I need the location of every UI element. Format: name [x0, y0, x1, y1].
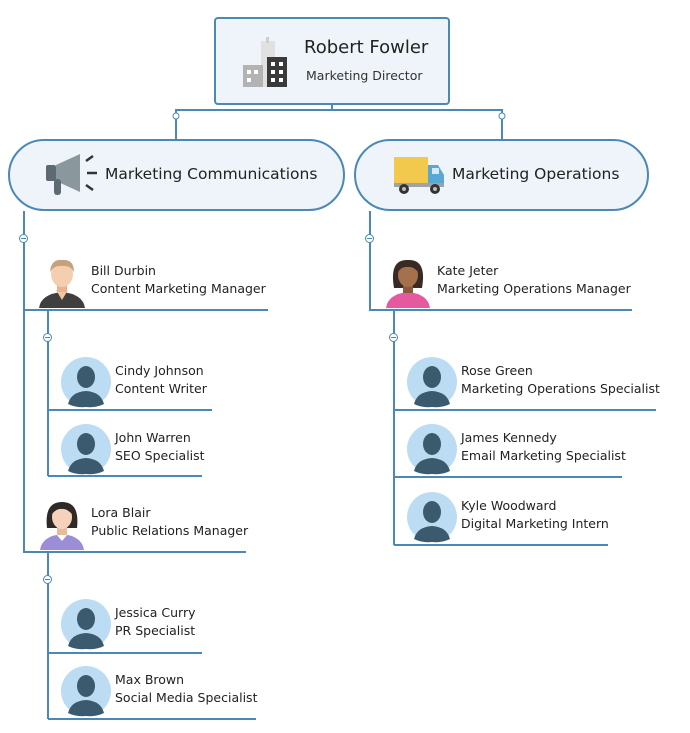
default-avatar-icon: [407, 492, 457, 543]
megaphone-icon: [46, 154, 97, 195]
person-name: Bill Durbin: [91, 263, 156, 278]
person-name: Rose Green: [461, 363, 533, 378]
person-name: Cindy Johnson: [115, 363, 204, 378]
person-name: Jessica Curry: [115, 605, 196, 620]
person-node-bill-durbin[interactable]: Bill Durbin Content Marketing Manager: [37, 254, 297, 314]
person-name: Lora Blair: [91, 505, 151, 520]
root-node[interactable]: Robert Fowler Marketing Director: [214, 17, 450, 105]
person-title: SEO Specialist: [115, 448, 205, 463]
person-name: Kyle Woodward: [461, 498, 557, 513]
default-avatar-icon: [61, 357, 111, 408]
collapse-toggle-lora-blair[interactable]: [43, 575, 52, 584]
default-avatar-icon: [61, 599, 111, 650]
person-title: PR Specialist: [115, 623, 196, 638]
person-title: Social Media Specialist: [115, 690, 258, 705]
person-name: James Kennedy: [461, 430, 557, 445]
person-node-cindy-johnson[interactable]: Cindy Johnson Content Writer: [61, 354, 321, 414]
person-node-john-warren[interactable]: John Warren SEO Specialist: [61, 421, 321, 481]
person-node-james-kennedy[interactable]: James Kennedy Email Marketing Specialist: [407, 421, 667, 481]
collapse-toggle-marketing-operations[interactable]: [365, 234, 374, 243]
dept-marketing-communications[interactable]: Marketing Communications: [8, 139, 345, 211]
person-node-jessica-curry[interactable]: Jessica Curry PR Specialist: [61, 596, 321, 656]
person-name: Max Brown: [115, 672, 185, 687]
male-avatar-icon: [39, 259, 85, 308]
person-title: Public Relations Manager: [91, 523, 249, 538]
delivery-truck-icon: [394, 157, 444, 194]
person-name: John Warren: [115, 430, 191, 445]
person-node-kate-jeter[interactable]: Kate Jeter Marketing Operations Manager: [383, 254, 643, 314]
default-avatar-icon: [407, 424, 457, 475]
dept-label: Marketing Communications: [105, 165, 318, 183]
person-node-rose-green[interactable]: Rose Green Marketing Operations Speciali…: [407, 354, 667, 414]
dept-marketing-operations[interactable]: Marketing Operations: [354, 139, 649, 211]
person-node-lora-blair[interactable]: Lora Blair Public Relations Manager: [37, 496, 297, 556]
default-avatar-icon: [61, 666, 111, 717]
default-avatar-icon: [407, 357, 457, 408]
person-title: Marketing Operations Manager: [437, 281, 631, 296]
female-avatar-dark-icon: [386, 259, 430, 308]
person-title: Content Marketing Manager: [91, 281, 266, 296]
person-title: Email Marketing Specialist: [461, 448, 626, 463]
office-buildings-icon: [243, 37, 287, 87]
person-node-kyle-woodward[interactable]: Kyle Woodward Digital Marketing Intern: [407, 489, 667, 549]
collapse-toggle-marketing-communications[interactable]: [19, 234, 28, 243]
female-avatar-icon: [40, 502, 84, 550]
default-avatar-icon: [61, 424, 111, 475]
dept-label: Marketing Operations: [452, 165, 620, 183]
person-title: Digital Marketing Intern: [461, 516, 609, 531]
person-name: Kate Jeter: [437, 263, 499, 278]
collapse-toggle-bill-durbin[interactable]: [43, 333, 52, 342]
person-title: Marketing Operations Specialist: [461, 381, 660, 396]
root-name: Robert Fowler: [304, 37, 429, 58]
collapse-toggle-kate-jeter[interactable]: [389, 333, 398, 342]
person-title: Content Writer: [115, 381, 207, 396]
root-title: Marketing Director: [306, 68, 423, 83]
person-node-max-brown[interactable]: Max Brown Social Media Specialist: [61, 663, 321, 723]
